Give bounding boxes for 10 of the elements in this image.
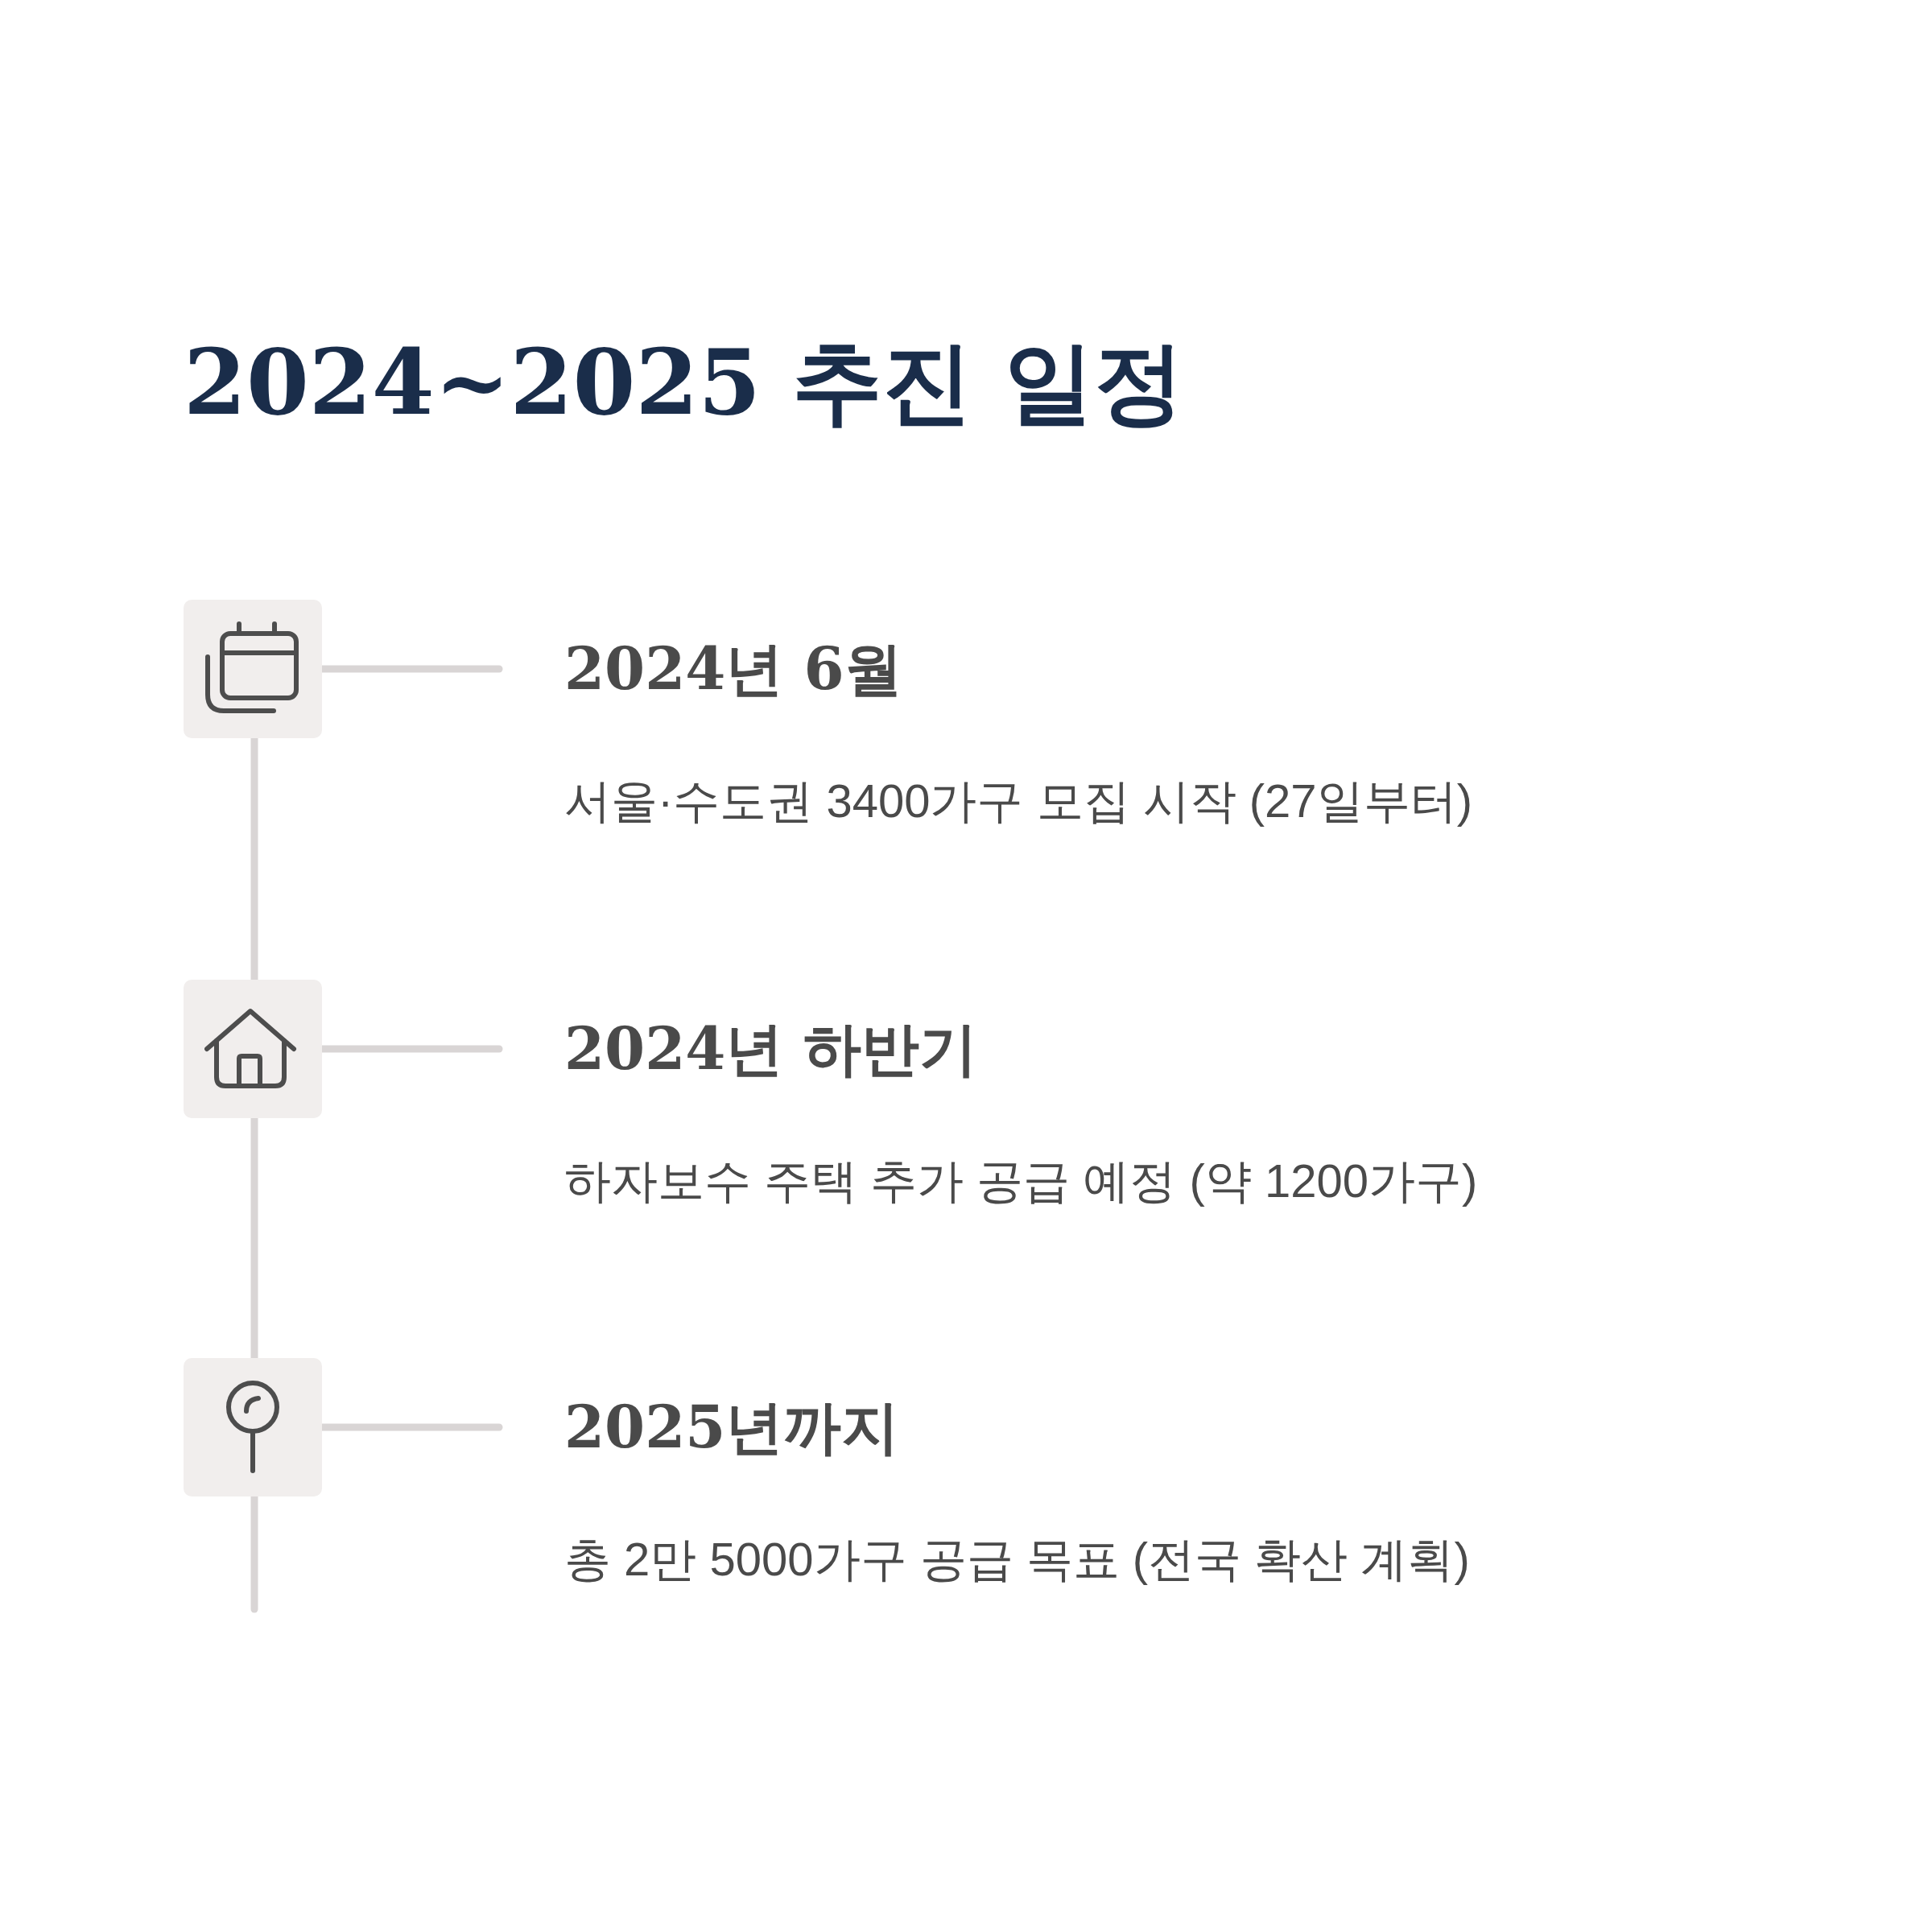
icon-tile: [184, 1358, 322, 1496]
entry-heading: 2025년까지: [564, 1392, 901, 1463]
title: 2024~2025 추진 일정: [184, 328, 1185, 436]
entry-heading: 2024년 6월: [564, 634, 903, 704]
entry-description: 서울·수도권 3400가구 모집 시작 (27일부터): [564, 774, 1473, 828]
entry-description: 하자보수 주택 추가 공급 예정 (약 1200가구): [564, 1154, 1479, 1208]
entry-heading: 2024년 하반기: [564, 1013, 979, 1084]
entry-description: 총 2만 5000가구 공급 목표 (전국 확산 계획): [564, 1532, 1471, 1587]
icon-tile: [184, 600, 322, 738]
icon-tile: [184, 980, 322, 1118]
